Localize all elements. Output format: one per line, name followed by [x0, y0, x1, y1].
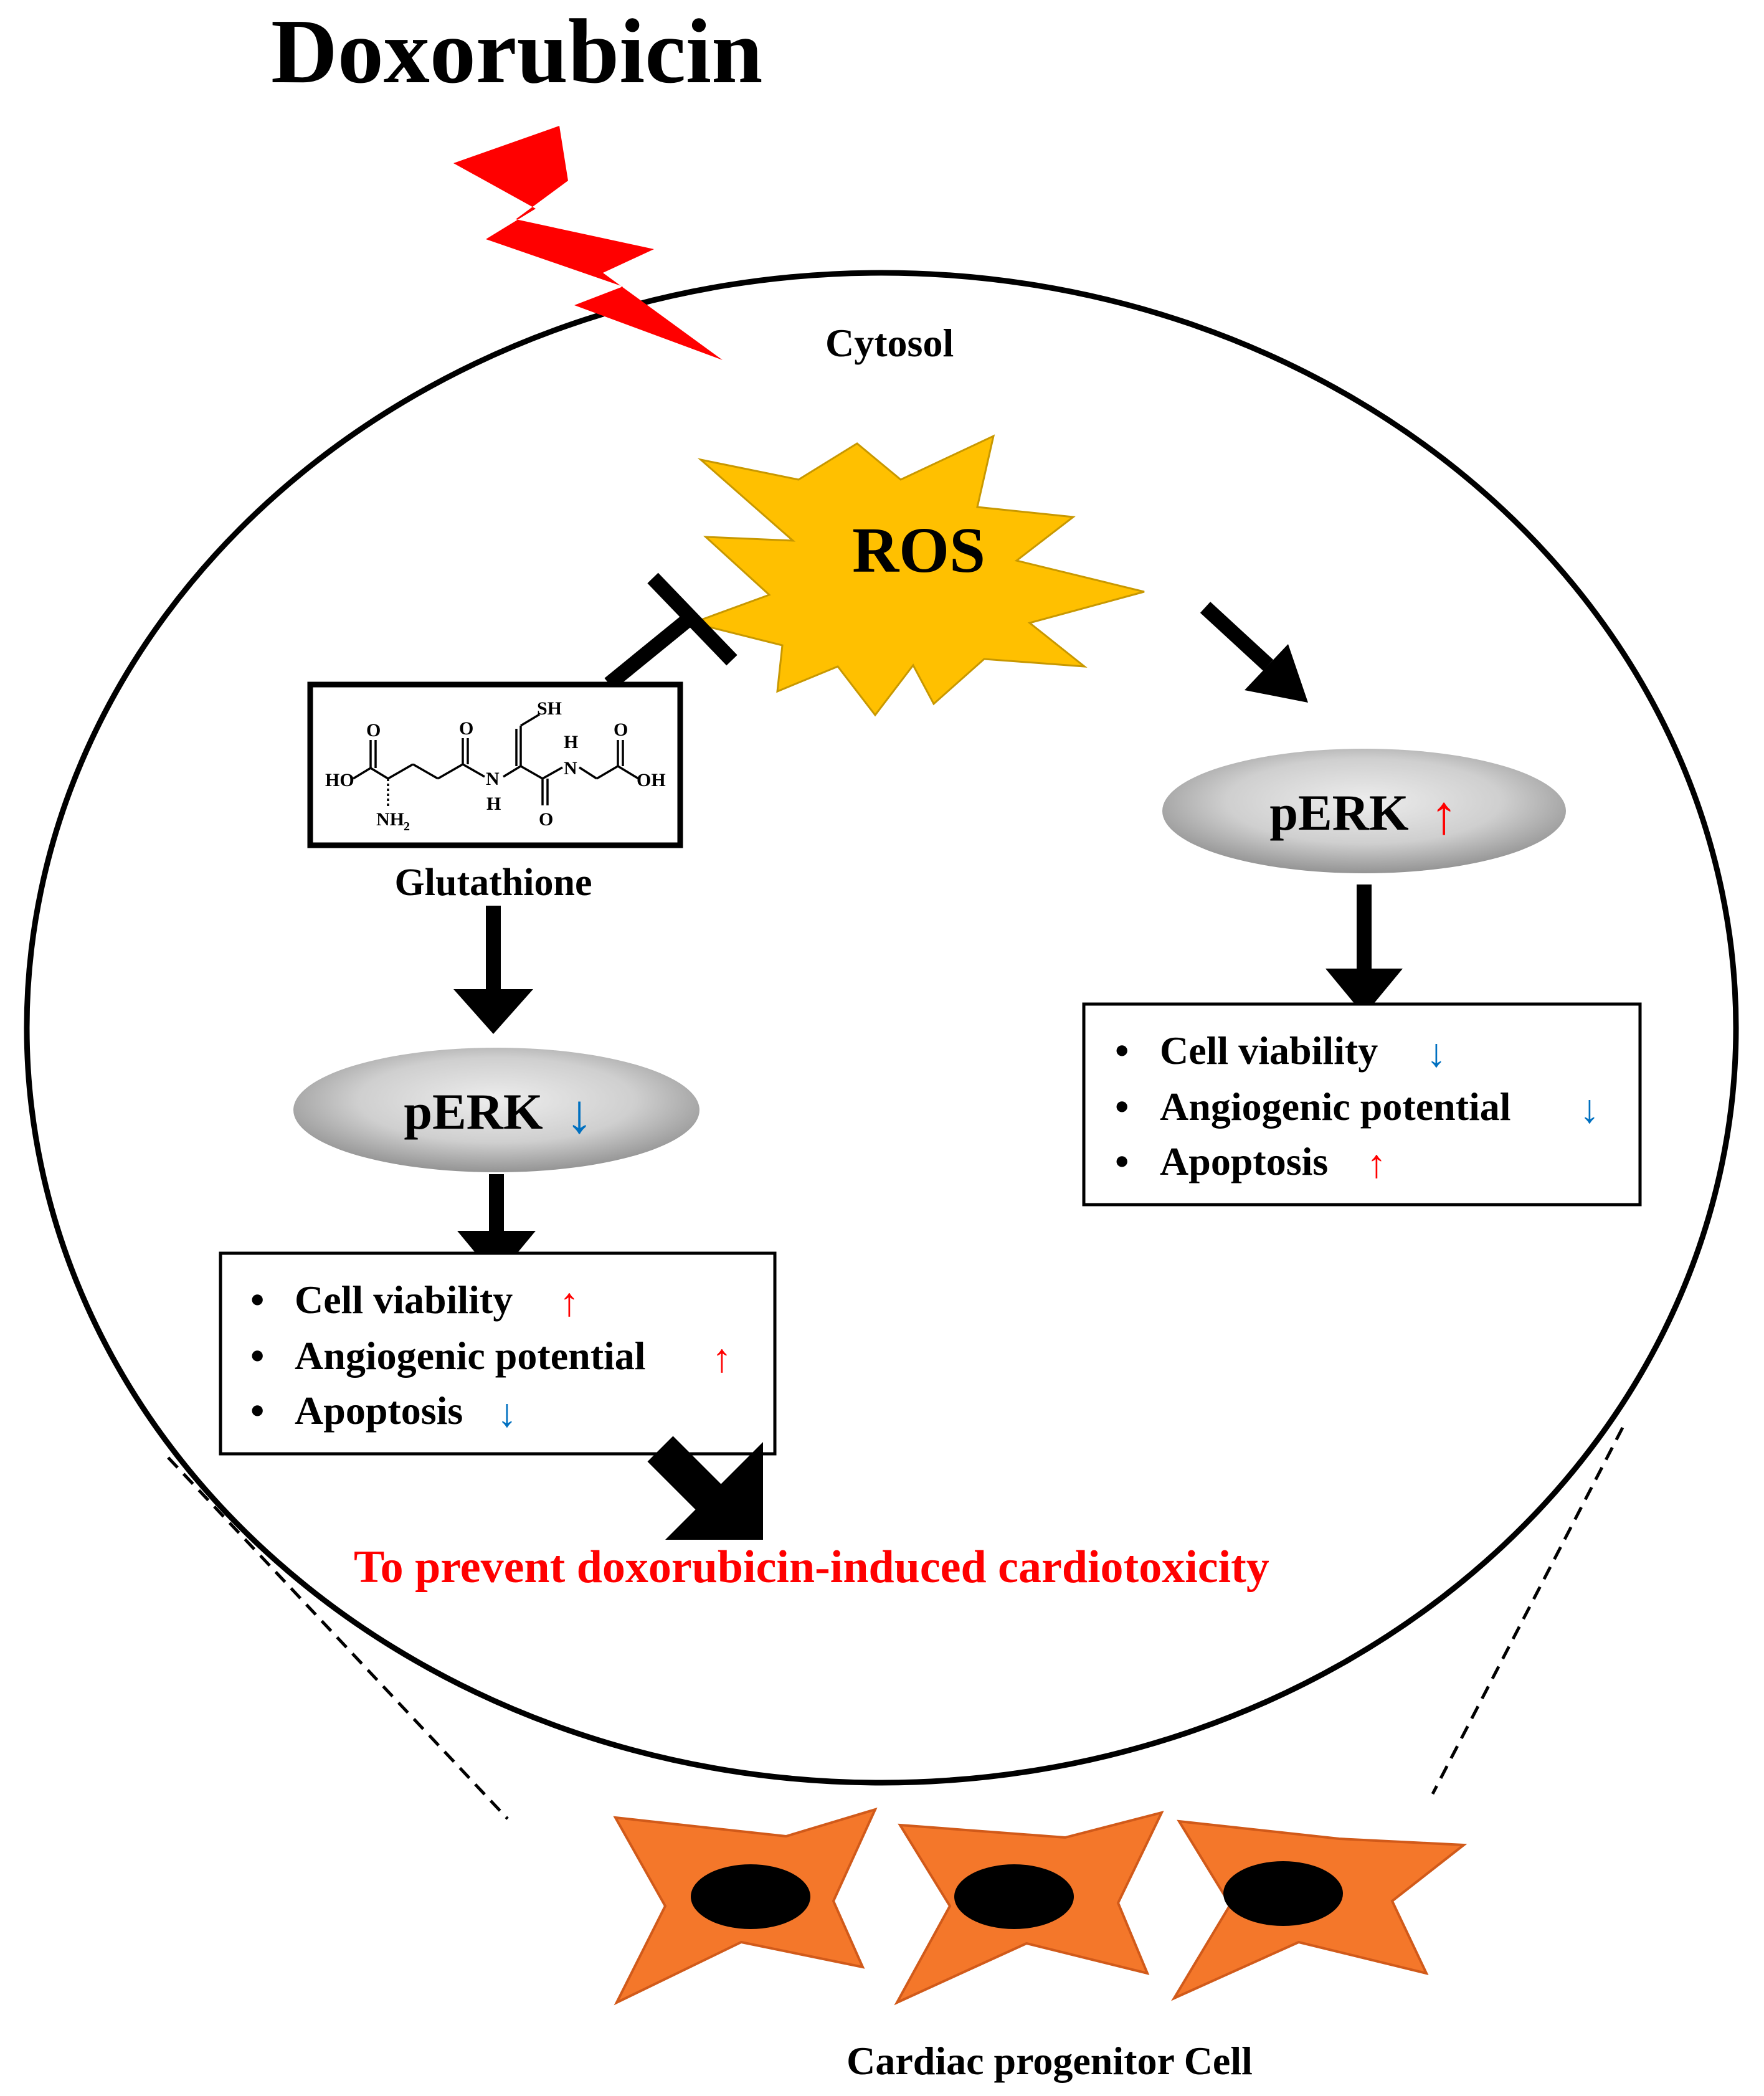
inhibition-bar — [647, 572, 737, 666]
arrow-ros-to-right-perk — [1200, 602, 1308, 703]
atom-o1: O — [366, 720, 381, 741]
left-item-2-label: Angiogenic potential — [295, 1334, 646, 1378]
left-item-1-up-arrow: ↑ — [559, 1280, 579, 1324]
right-item-3-label: Apoptosis — [1160, 1139, 1328, 1183]
cell-label: Cardiac progenitor Cell — [846, 2039, 1253, 2083]
atom-sh: SH — [537, 698, 562, 719]
nucleus-1 — [691, 1864, 810, 1929]
glutathione-atoms: SH HO O NH 2 O N H O H N O OH — [325, 698, 666, 833]
cardiac-cell-3 — [1171, 1819, 1468, 2001]
left-perk-text: pERK — [404, 1083, 543, 1140]
atom-o2: O — [459, 718, 473, 739]
atom-n2: N — [564, 758, 577, 779]
left-perk-down-arrow: ↓ — [566, 1084, 593, 1145]
right-perk-up-arrow: ↑ — [1430, 785, 1458, 846]
conclusion-text: To prevent doxorubicin-induced cardiotox… — [354, 1542, 1269, 1593]
atom-o4: O — [614, 719, 628, 740]
atom-nh2-sub: 2 — [404, 820, 410, 833]
title: Doxorubicin — [271, 1, 762, 103]
glutathione-label: Glutathione — [395, 861, 592, 904]
glutathione-structure-box — [307, 681, 683, 848]
left-bullet-1: • — [250, 1278, 264, 1322]
nucleus-2 — [954, 1864, 1074, 1929]
left-bullet-3: • — [250, 1388, 264, 1433]
right-perk-text: pERK — [1269, 784, 1409, 841]
atom-h1: H — [486, 794, 501, 814]
left-bullet-2: • — [250, 1334, 264, 1378]
right-item-3-up-arrow: ↑ — [1367, 1142, 1387, 1186]
cardiac-cell-1 — [613, 1807, 878, 2006]
lightning-bolt-icon — [453, 126, 723, 360]
right-outcome-list: • Cell viability ↓ • Angiogenic potentia… — [1115, 1028, 1600, 1186]
right-item-1-down-arrow: ↓ — [1426, 1031, 1446, 1075]
atom-oh: OH — [637, 770, 666, 790]
left-outcome-box — [219, 1251, 777, 1456]
left-item-2-up-arrow: ↑ — [712, 1336, 732, 1380]
arrow-right-perk-to-box — [1325, 884, 1403, 1015]
cardiac-cell-2 — [894, 1810, 1164, 2006]
cytosol-label: Cytosol — [825, 321, 954, 365]
ros-label: ROS — [852, 515, 985, 586]
right-bullet-2: • — [1115, 1084, 1129, 1129]
arrow-to-conclusion — [647, 1436, 763, 1540]
right-item-2-down-arrow: ↓ — [1580, 1087, 1600, 1131]
right-perk-node — [1162, 749, 1566, 873]
left-perk-node — [293, 1048, 699, 1172]
cell-membrane — [24, 270, 1739, 1786]
glutathione-structure — [353, 713, 639, 807]
atom-o3: O — [539, 809, 553, 830]
left-item-3-label: Apoptosis — [295, 1388, 463, 1433]
nucleus-3 — [1223, 1861, 1343, 1926]
left-item-1-label: Cell viability — [295, 1278, 513, 1322]
left-perk-label: pERK — [404, 1083, 543, 1140]
arrow-glutathione-to-left-perk — [453, 906, 533, 1034]
right-item-1-label: Cell viability — [1160, 1028, 1378, 1073]
atom-nh2: NH — [376, 809, 404, 830]
zoom-line-right — [1431, 1426, 1624, 1795]
atom-ho: HO — [325, 770, 354, 790]
left-item-3-down-arrow: ↓ — [497, 1391, 517, 1435]
inhibition-line — [604, 609, 698, 690]
right-bullet-1: • — [1115, 1028, 1129, 1073]
left-outcome-list: • Cell viability ↑ • Angiogenic potentia… — [250, 1278, 732, 1435]
right-bullet-3: • — [1115, 1139, 1129, 1183]
atom-h2: H — [564, 732, 578, 752]
atom-n1: N — [486, 769, 500, 789]
zoom-line-left — [167, 1456, 509, 1820]
right-outcome-box — [1082, 1002, 1642, 1207]
right-item-2-label: Angiogenic potential — [1160, 1084, 1511, 1129]
right-perk-label: pERK — [1269, 784, 1409, 841]
ros-starburst — [689, 434, 1145, 717]
